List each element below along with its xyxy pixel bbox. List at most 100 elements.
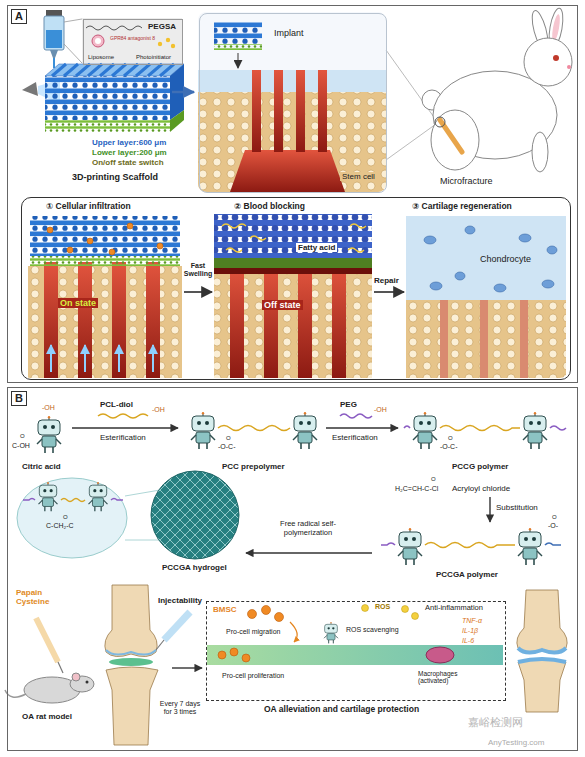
synthesis-row-part bbox=[293, 412, 317, 449]
chem-group: -OH bbox=[152, 406, 165, 414]
watermark: AnyTesting.com bbox=[488, 738, 544, 747]
knee-oa-part bbox=[109, 658, 153, 666]
material-name: PEGSA bbox=[148, 22, 176, 31]
rat-model-part bbox=[72, 673, 80, 681]
syringe-printer-part bbox=[50, 50, 58, 58]
knee-oa-part bbox=[164, 612, 190, 640]
layer-note: Upper layer:600 μm bbox=[92, 138, 166, 147]
reaction-name: Esterification bbox=[100, 433, 146, 442]
model-label: OA rat model bbox=[22, 712, 72, 721]
box-caption: OA alleviation and cartilage protection bbox=[264, 705, 419, 715]
chem-group: C-CH₂-C bbox=[44, 522, 76, 530]
stage-scenes-part-part bbox=[465, 226, 475, 234]
reaction-name: Free radical self-polymerization bbox=[268, 520, 348, 537]
stage-scenes-part-part bbox=[455, 272, 465, 280]
stage-scenes-part bbox=[424, 226, 557, 292]
stage-scenes-part-part bbox=[222, 224, 246, 228]
ink-inset-part bbox=[82, 18, 182, 64]
syringe-printer-part bbox=[64, 44, 82, 63]
hydrogel-part bbox=[125, 540, 160, 541]
layer-note: On/off state switch bbox=[92, 158, 164, 167]
stage-scenes bbox=[28, 214, 566, 378]
stage-arrows-part bbox=[184, 291, 212, 293]
dosing-note: Every 7 days for 3 times bbox=[156, 700, 204, 716]
effects-box: OA alleviation and cartilage protection bbox=[206, 601, 506, 701]
synthesis-row-part bbox=[98, 414, 148, 418]
implant-scene-part bbox=[198, 92, 386, 192]
effects-scene-part bbox=[426, 647, 454, 663]
cell-label: Stem cell bbox=[340, 172, 377, 181]
implant-scene-part bbox=[230, 150, 345, 192]
chem-formula: H₂C=CH-C-Cl bbox=[395, 485, 438, 493]
reagent-name: Papain Cysteine bbox=[16, 588, 56, 606]
chem-group: C-OH bbox=[12, 442, 30, 450]
stage-scenes-part bbox=[146, 262, 160, 378]
effect-label: Anti-inflammation bbox=[425, 604, 483, 613]
hydrogel-part bbox=[125, 490, 160, 496]
stage-scenes-part bbox=[214, 258, 372, 268]
syringe-printer-part bbox=[46, 30, 62, 48]
scaffold-part bbox=[172, 91, 194, 94]
syringe-printer-part bbox=[44, 16, 64, 50]
stage-scenes-part-part bbox=[519, 234, 531, 242]
state-label: Off state bbox=[262, 300, 303, 310]
ink-inset-part bbox=[92, 35, 104, 47]
stage-arrows bbox=[184, 292, 404, 293]
chem-atom: O bbox=[63, 514, 68, 521]
stage-scenes-part bbox=[264, 266, 278, 378]
effects-scene-part-part bbox=[230, 648, 238, 656]
stage-scenes-part bbox=[406, 216, 566, 300]
hydrogel-part bbox=[151, 471, 239, 559]
synthesis-row-part bbox=[404, 426, 410, 428]
step-label: Implant bbox=[274, 28, 304, 38]
reagent-name: PEG bbox=[340, 400, 357, 409]
hydrogel-part bbox=[89, 482, 108, 511]
effects-scene-part-part bbox=[262, 606, 271, 615]
stage-scenes-part-part bbox=[494, 284, 506, 292]
scaffold-part bbox=[170, 110, 184, 132]
reagent-name: PCL-diol bbox=[100, 400, 133, 409]
scaffold-part bbox=[45, 120, 170, 132]
syringe-printer-part bbox=[53, 58, 55, 68]
cell-label: Macrophages (activated) bbox=[418, 670, 478, 685]
synthesis-row-part bbox=[440, 426, 520, 431]
rabbit-part bbox=[553, 55, 559, 61]
stage-scenes-part-part bbox=[67, 247, 73, 253]
effects-scene-part-part bbox=[218, 651, 226, 659]
species-label: ROS bbox=[375, 603, 390, 611]
synthesis-row-part bbox=[381, 543, 395, 545]
uv-lamp-part bbox=[22, 82, 38, 96]
chem-group: -OH bbox=[42, 404, 55, 412]
cytokine-label: TNF-α bbox=[462, 617, 482, 625]
rat-model-part bbox=[5, 690, 26, 697]
stage-title: ① Cellular infiltration bbox=[46, 202, 131, 212]
chem-atom: O bbox=[552, 514, 557, 521]
hydrogel-part bbox=[39, 482, 58, 511]
stage-scenes-part bbox=[222, 224, 366, 252]
ink-inset-part bbox=[95, 38, 101, 44]
hydrogel-part bbox=[61, 499, 85, 502]
implant-scene-part bbox=[296, 70, 305, 152]
zoom-lines-part bbox=[386, 124, 436, 160]
implant-scene-part bbox=[198, 70, 386, 92]
property-label: Injectability bbox=[158, 596, 202, 605]
synthesis-row-part bbox=[518, 528, 542, 565]
rat-model-part bbox=[58, 662, 63, 673]
material-name: Photoinitiator bbox=[136, 54, 171, 61]
panel-frame: BOA alleviation and cartilage protection bbox=[7, 387, 578, 751]
rabbit-part bbox=[532, 132, 548, 172]
synthesis-row-part bbox=[246, 552, 372, 553]
knee-oa-part bbox=[172, 667, 202, 668]
stage-scenes-part bbox=[30, 216, 180, 256]
stage-scenes-part bbox=[440, 300, 448, 378]
stage-box: ① Cellular infiltration② Blood blocking③… bbox=[21, 197, 571, 380]
ink-inset-part bbox=[158, 42, 162, 46]
knee-oa-part bbox=[105, 585, 157, 657]
ink-inset-part bbox=[171, 44, 175, 48]
stage-scenes-part-part bbox=[47, 227, 53, 233]
scaffold bbox=[45, 64, 194, 132]
stage-scenes-part bbox=[112, 262, 126, 378]
material-name: Liposome bbox=[88, 54, 114, 61]
effects-scene-part-part bbox=[362, 605, 369, 612]
scaffold-part bbox=[45, 64, 184, 76]
